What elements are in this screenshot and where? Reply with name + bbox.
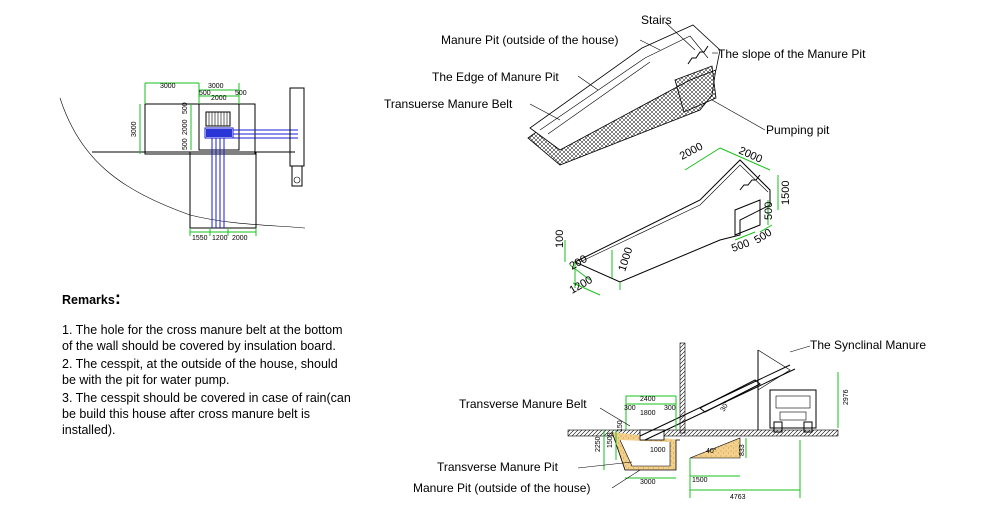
- dim-plan-3000-left: 3000: [131, 121, 138, 137]
- dim-plan-500a: 500: [199, 90, 211, 97]
- dim-sec-300a: 300: [624, 405, 636, 412]
- dim-sec-300b: 300: [664, 405, 676, 412]
- dim-plan-2000b: 2000: [232, 235, 248, 242]
- label-synclinal: The Synclinal Manure: [810, 338, 926, 352]
- dim-plan-2000: 2000: [211, 95, 227, 102]
- dim-iso-500c: 500: [730, 237, 751, 255]
- dim-sec-3000: 3000: [640, 479, 656, 486]
- remark-item: 1. The hole for the cross manure belt at…: [62, 323, 343, 353]
- dim-plan-v500: 500: [182, 102, 189, 114]
- wall: [679, 342, 686, 434]
- dim-sec-2976: 2976: [843, 389, 850, 405]
- label-transverse-belt: Transuerse Manure Belt: [384, 97, 513, 111]
- house-outline: [189, 151, 257, 229]
- truck-icon: [769, 389, 817, 433]
- dim-iso-2000a: 2000: [678, 141, 705, 163]
- label-stairs: Stairs: [641, 13, 672, 27]
- label-slope: The slope of the Manure Pit: [718, 47, 866, 61]
- dim-plan-1550: 1550: [192, 235, 208, 242]
- dim-sec-833: 833: [739, 444, 746, 456]
- dim-sec-1500b: 1500: [692, 477, 708, 484]
- plan-view: 3000 3000 500 2000 500 3000 500 2000 500…: [59, 82, 306, 242]
- label-section-pit: Transverse Manure Pit: [437, 460, 559, 474]
- dim-iso-1500: 1500: [780, 181, 792, 205]
- dim-plan-3000-mid: 3000: [208, 83, 224, 90]
- dim-iso-100: 100: [554, 230, 566, 248]
- dim-sec-1800: 1800: [640, 410, 656, 417]
- dim-plan-1200: 1200: [212, 235, 228, 242]
- dim-sec-30deg: 30°: [719, 400, 731, 413]
- section-view: The Synclinal Manure Transverse Manure B…: [413, 338, 926, 501]
- dim-iso-500b: 500: [752, 227, 774, 247]
- dim-sec-4763: 4763: [730, 494, 746, 501]
- dim-iso-2000b: 2000: [737, 145, 764, 166]
- dim-sec-1000: 1000: [650, 447, 666, 454]
- remarks-section: Remarks: 1. The hole for the cross manur…: [62, 288, 352, 440]
- belt-box: [639, 429, 665, 441]
- dim-plan-3000-top: 3000: [160, 83, 176, 90]
- label-manure-pit-outside: Manure Pit (outside of the house): [441, 33, 618, 47]
- dim-plan-500c: 500: [235, 90, 247, 97]
- dim-sec-2400: 2400: [640, 396, 656, 403]
- label-pumping-pit: Pumping pit: [766, 123, 830, 137]
- label-edge: The Edge of Manure Pit: [432, 70, 559, 84]
- dim-sec-2250: 2250: [595, 436, 602, 452]
- iso-dimension-view: 2000 2000 1500 500 500 500 100 200 1000 …: [554, 141, 792, 297]
- belt-blue: [204, 127, 234, 139]
- dim-sec-40deg: 40°: [706, 447, 717, 455]
- remark-item: 2. The cesspit, at the outside of the ho…: [62, 357, 338, 387]
- label-section-belt: Transverse Manure Belt: [459, 397, 587, 411]
- remark-item: 3. The cesspit should be covered in case…: [62, 391, 351, 437]
- dim-plan-v500b: 500: [182, 138, 189, 150]
- pump-icon: [291, 165, 303, 187]
- dim-sec-150: 150: [617, 420, 624, 432]
- dim-plan-v2000: 2000: [182, 119, 189, 135]
- dim-iso-1200: 1200: [568, 274, 595, 297]
- terrain-curve: [59, 97, 191, 216]
- remarks-title: Remarks:: [62, 288, 121, 308]
- dim-iso-1000: 1000: [616, 246, 635, 273]
- dim-sec-1500: 1500: [607, 432, 614, 448]
- dim-iso-500a: 500: [763, 202, 775, 220]
- iso-manure-pit: Stairs Manure Pit (outside of the house)…: [384, 13, 866, 166]
- label-section-outside: Manure Pit (outside of the house): [413, 481, 590, 495]
